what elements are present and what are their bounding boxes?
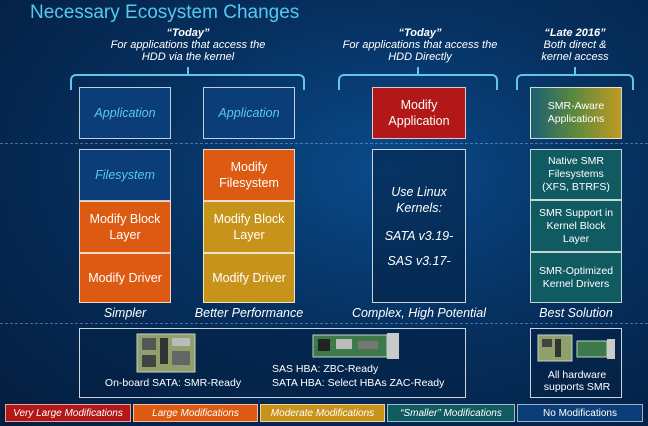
hardware-sas-hba: SAS HBA: ZBC-Ready xyxy=(272,363,379,375)
brace-late-2016 xyxy=(516,67,634,90)
legend-none: No Modifications xyxy=(517,404,643,422)
col2-application-box: Application xyxy=(203,87,295,139)
col4-label: Best Solution xyxy=(539,306,613,320)
col1-application-box: Application xyxy=(79,87,171,139)
col1-label: Simpler xyxy=(103,306,147,320)
brace-today-direct xyxy=(338,67,498,90)
col3-linux-kernels-box: Use Linux Kernels: SATA v3.19- SAS v3.17… xyxy=(372,149,466,303)
col3-kernel-title: Use Linux Kernels: xyxy=(391,185,447,215)
legend-very-large: Very Large Modifications xyxy=(5,404,131,422)
hardware-box-late-2016: All hardware supports SMR xyxy=(530,328,622,398)
header-today-kernel-label: “Today” xyxy=(166,27,210,39)
hardware-icon xyxy=(537,334,615,362)
header-today-kernel: “Today” For applications that access the… xyxy=(98,27,278,63)
col3-sata-version: SATA v3.19- xyxy=(384,229,454,243)
header-late-2016-sub: Both direct & kernel access xyxy=(541,39,609,63)
col4-native-smr-fs-box: Native SMR Filesystems (XFS, BTRFS) xyxy=(530,149,622,200)
hardware-sata-hba: SATA HBA: Select HBAs ZAC-Ready xyxy=(272,377,445,389)
col4-block-layer-box: SMR Support in Kernel Block Layer xyxy=(530,200,622,252)
legend-smaller: “Smaller” Modifications xyxy=(387,404,515,422)
hardware-all-supports: All hardware supports SMR xyxy=(543,369,611,393)
header-today-kernel-sub: For applications that access the HDD via… xyxy=(110,39,266,63)
col2-block-layer-box: Modify Block Layer xyxy=(203,201,295,253)
col3-modify-application-box: Modify Application xyxy=(372,87,466,139)
col1-driver-box: Modify Driver xyxy=(79,253,171,303)
brace-today-kernel xyxy=(70,67,305,90)
motherboard-icon xyxy=(136,333,196,373)
header-today-direct: “Today” For applications that access the… xyxy=(340,27,500,63)
col3-sas-version: SAS v3.17- xyxy=(387,254,451,268)
hba-card-icon xyxy=(312,333,399,359)
col4-smr-aware-apps-box: SMR-Aware Applications xyxy=(530,87,622,139)
page-title: Necessary Ecosystem Changes xyxy=(30,2,300,23)
header-late-2016-label: “Late 2016” xyxy=(544,27,606,39)
col3-label: Complex, High Potential xyxy=(351,306,487,320)
separator-hardware-layer xyxy=(0,323,648,324)
separator-app-layer xyxy=(0,143,648,144)
hardware-onboard-sata: On-board SATA: SMR-Ready xyxy=(104,377,242,389)
header-today-direct-sub: For applications that access the HDD Dir… xyxy=(342,39,498,63)
col2-filesystem-box: Modify Filesystem xyxy=(203,149,295,201)
header-today-direct-label: “Today” xyxy=(398,27,442,39)
legend-large: Large Modifications xyxy=(133,404,258,422)
col2-label: Better Performance xyxy=(194,306,304,320)
col1-block-layer-box: Modify Block Layer xyxy=(79,201,171,253)
col1-filesystem-box: Filesystem xyxy=(79,149,171,201)
header-late-2016: “Late 2016” Both direct & kernel access xyxy=(530,27,620,63)
hardware-box-today: On-board SATA: SMR-Ready SAS HBA: ZBC-Re… xyxy=(79,328,466,398)
col2-driver-box: Modify Driver xyxy=(203,253,295,303)
col4-drivers-box: SMR-Optimized Kernel Drivers xyxy=(530,252,622,303)
legend-moderate: Moderate Modifications xyxy=(260,404,385,422)
